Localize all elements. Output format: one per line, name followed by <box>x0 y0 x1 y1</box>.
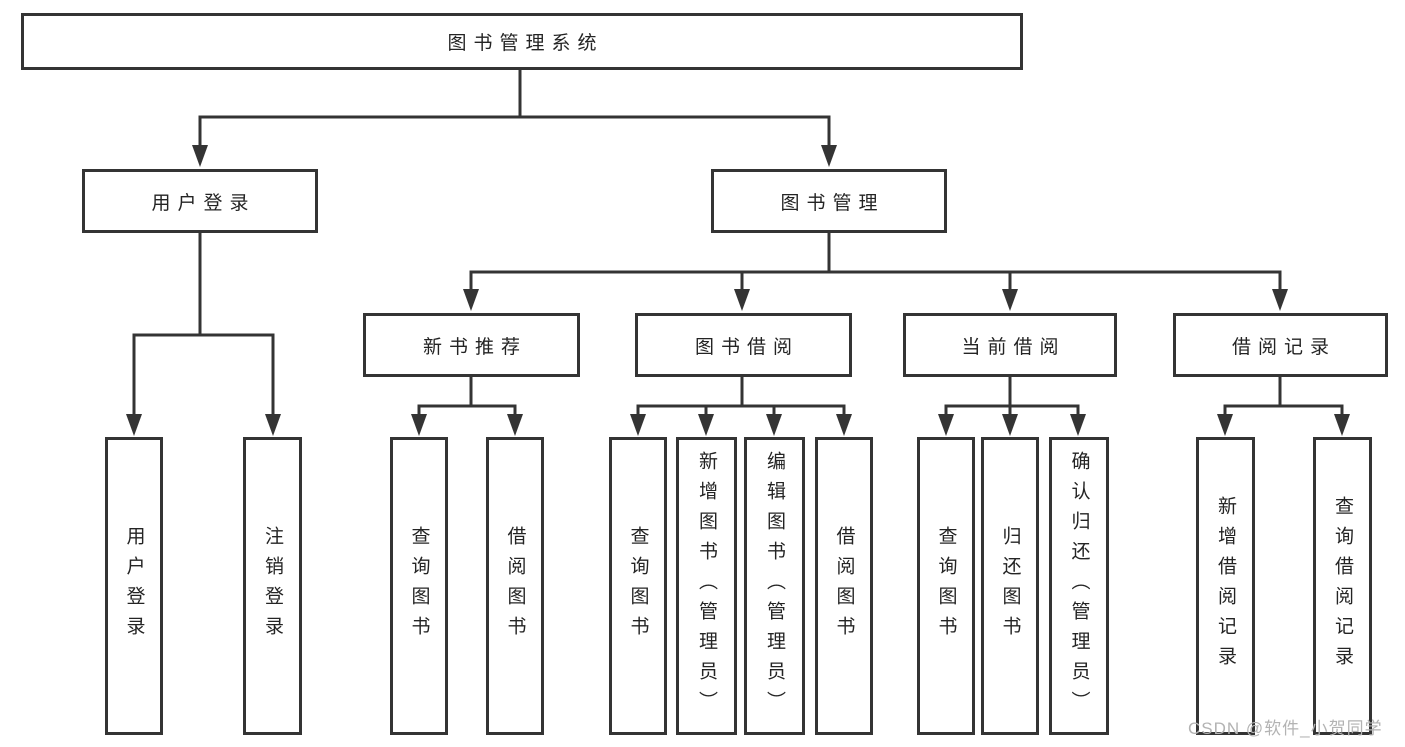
leaf-confirm-return-admin: 确认归还（管理员） <box>1049 437 1109 735</box>
arrow-down-icon <box>1070 414 1086 436</box>
arrow-down-icon <box>265 414 281 436</box>
leaf-return-books: 归还图书 <box>981 437 1039 735</box>
arrow-down-icon <box>1002 414 1018 436</box>
leaf-borrow-books-borrow: 借阅图书 <box>815 437 873 735</box>
leaf-borrow-books-newbook: 借阅图书 <box>486 437 544 735</box>
arrow-down-icon <box>836 414 852 436</box>
arrow-down-icon <box>463 289 479 311</box>
arrow-down-icon <box>1334 414 1350 436</box>
node-current-borrow: 当前借阅 <box>903 313 1117 377</box>
leaf-logout-login: 注销登录 <box>243 437 302 735</box>
connector-borrow-to-leaves <box>636 377 846 418</box>
arrow-down-icon <box>1217 414 1233 436</box>
connector-current-to-leaves <box>944 377 1080 418</box>
arrow-down-icon <box>698 414 714 436</box>
leaf-add-borrow-record: 新增借阅记录 <box>1196 437 1255 735</box>
connector-login-to-leaves <box>132 233 275 418</box>
leaf-query-books-newbook: 查询图书 <box>390 437 448 735</box>
arrow-down-icon <box>507 414 523 436</box>
node-new-book-recommend: 新书推荐 <box>363 313 580 377</box>
arrow-down-icon <box>766 414 782 436</box>
leaf-user-login: 用户登录 <box>105 437 163 735</box>
connector-mgmt-to-level3 <box>469 233 1282 292</box>
connector-root-to-level2 <box>198 70 831 150</box>
leaf-query-books-current: 查询图书 <box>917 437 975 735</box>
arrow-down-icon <box>411 414 427 436</box>
connector-newbook-to-leaves <box>417 377 517 418</box>
node-book-management: 图书管理 <box>711 169 947 233</box>
leaf-query-books-borrow: 查询图书 <box>609 437 667 735</box>
node-borrow-records: 借阅记录 <box>1173 313 1388 377</box>
arrow-down-icon <box>630 414 646 436</box>
connector-records-to-leaves <box>1223 377 1344 418</box>
arrow-down-icon <box>821 145 837 167</box>
arrow-down-icon <box>1272 289 1288 311</box>
node-root-system: 图书管理系统 <box>21 13 1023 70</box>
arrow-down-icon <box>126 414 142 436</box>
leaf-query-borrow-record: 查询借阅记录 <box>1313 437 1372 735</box>
arrow-down-icon <box>938 414 954 436</box>
arrow-down-icon <box>192 145 208 167</box>
leaf-edit-books-admin: 编辑图书（管理员） <box>744 437 805 735</box>
node-book-borrow: 图书借阅 <box>635 313 852 377</box>
arrowheads <box>126 145 1350 436</box>
arrow-down-icon <box>1002 289 1018 311</box>
csdn-watermark: CSDN @软件_小贺同学 <box>1188 719 1383 738</box>
node-user-login: 用户登录 <box>82 169 318 233</box>
leaf-add-books-admin: 新增图书（管理员） <box>676 437 737 735</box>
arrow-down-icon <box>734 289 750 311</box>
